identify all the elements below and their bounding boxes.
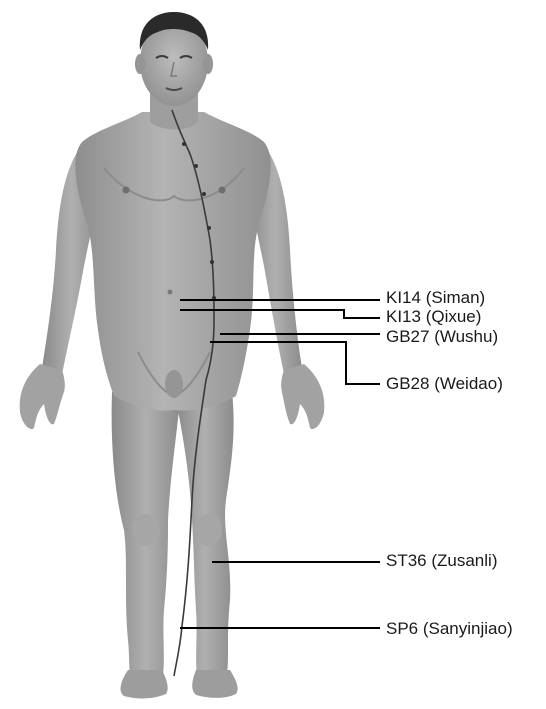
label-ki13: KI13 (Qixue): [386, 307, 481, 326]
right-knee: [194, 514, 222, 546]
left-nipple: [123, 187, 130, 194]
right-foot: [192, 670, 237, 698]
label-gb28: GB28 (Weidao): [386, 374, 503, 393]
right-nipple: [219, 187, 226, 194]
label-gb27: GB27 (Wushu): [386, 327, 498, 346]
left-knee: [132, 514, 160, 546]
left-ear: [135, 54, 145, 74]
label-sp6: SP6 (Sanyinjiao): [386, 619, 513, 638]
point-labels: KI14 (Siman) KI13 (Qixue) GB27 (Wushu) G…: [386, 288, 513, 638]
meridian-dot: [210, 260, 214, 264]
meridian-dot: [182, 142, 186, 146]
human-figure: [20, 12, 325, 698]
label-st36: ST36 (Zusanli): [386, 551, 497, 570]
torso: [75, 112, 270, 411]
right-hand: [281, 364, 324, 429]
genital-area: [165, 370, 183, 398]
navel: [168, 290, 173, 295]
meridian-dot: [207, 226, 211, 230]
left-foot: [121, 670, 168, 698]
left-hand: [20, 364, 65, 429]
meridian-dot: [202, 192, 206, 196]
meridian-dot: [194, 164, 198, 168]
label-ki14: KI14 (Siman): [386, 288, 485, 307]
right-ear: [203, 54, 213, 74]
